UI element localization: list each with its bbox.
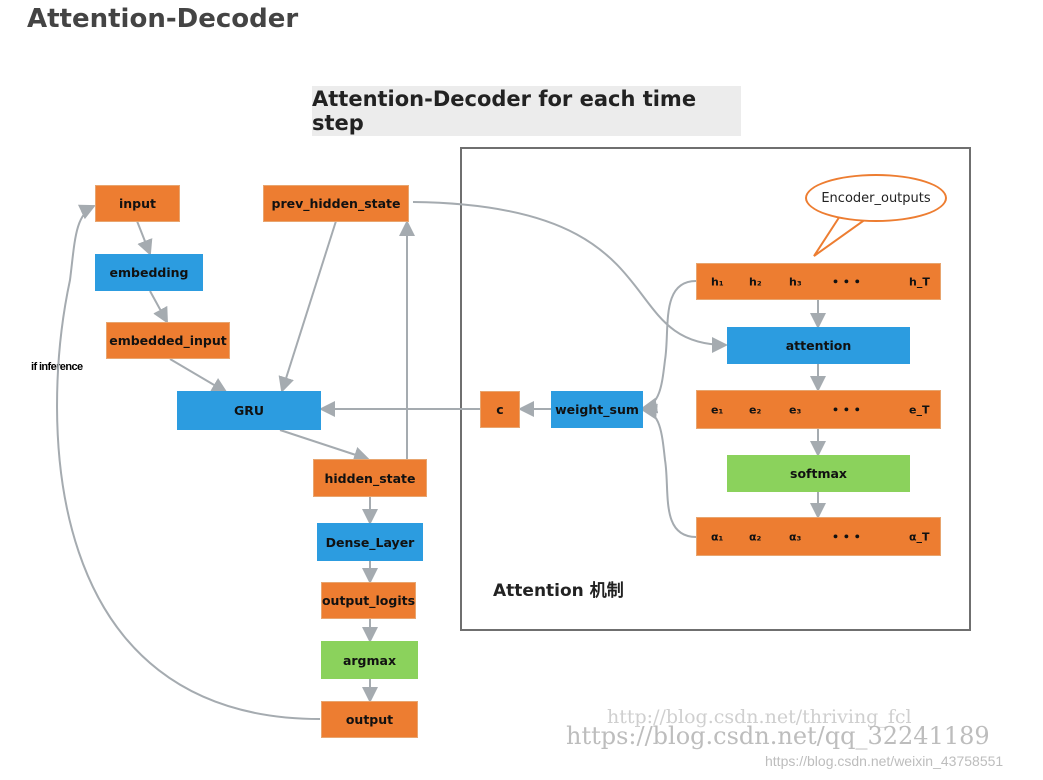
weight-sum-node: weight_sum	[551, 391, 643, 428]
argmax-node: argmax	[321, 641, 418, 679]
watermark-line-2: https://blog.csdn.net/qq_32241189	[566, 722, 990, 750]
alpha-sequence: α₁ α₂ α₃ • • • α_T	[696, 517, 941, 556]
alpha-ellipsis: • • •	[832, 530, 861, 543]
input-node: input	[95, 185, 180, 222]
e-item-1: e₁	[711, 403, 724, 416]
e-ellipsis: • • •	[832, 403, 861, 416]
gru-node: GRU	[177, 391, 321, 430]
attention-frame	[460, 147, 971, 631]
attention-node: attention	[727, 327, 910, 364]
edge-prev-hidden-gru	[278, 220, 337, 393]
attention-frame-label: Attention 机制	[493, 581, 624, 601]
output-node: output	[321, 701, 418, 738]
diagram-subtitle: Attention-Decoder for each time step	[312, 86, 741, 136]
h-item-t: h_T	[909, 275, 930, 288]
context-c-node: c	[480, 391, 520, 428]
e-item-3: e₃	[789, 403, 802, 416]
softmax-node: softmax	[727, 455, 910, 492]
watermark-line-3: https://blog.csdn.net/weixin_43758551	[765, 753, 1004, 769]
edge-embedded-input-gru	[169, 358, 228, 394]
e-item-2: e₂	[749, 403, 762, 416]
h-item-1: h₁	[711, 275, 724, 288]
edge-embedding-embedded-input	[149, 290, 168, 324]
encoder-outputs-callout: Encoder_outputs	[805, 174, 947, 222]
h-item-3: h₃	[789, 275, 802, 288]
embedding-node: embedding	[95, 254, 203, 291]
h-ellipsis: • • •	[832, 275, 861, 288]
watermark-line-1: http://blog.csdn.net/thriving_fcl	[607, 706, 912, 728]
h-item-2: h₂	[749, 275, 762, 288]
encoder-h-sequence: h₁ h₂ h₃ • • • h_T	[696, 263, 941, 300]
dense-layer-node: Dense_Layer	[317, 523, 423, 561]
hidden-state-node: hidden_state	[313, 459, 427, 497]
alpha-item-t: α_T	[909, 530, 930, 543]
alpha-item-1: α₁	[711, 530, 724, 543]
edge-gru-hidden-state	[279, 429, 370, 463]
embedded-input-node: embedded_input	[106, 322, 230, 359]
if-inference-label: if inference	[31, 361, 83, 373]
edge-input-embedding	[136, 220, 153, 256]
alpha-item-2: α₂	[749, 530, 762, 543]
alpha-item-3: α₃	[789, 530, 802, 543]
e-item-t: e_T	[909, 403, 930, 416]
output-logits-node: output_logits	[321, 582, 416, 619]
page-title: Attention-Decoder	[27, 4, 299, 34]
energy-e-sequence: e₁ e₂ e₃ • • • e_T	[696, 390, 941, 429]
prev-hidden-state-node: prev_hidden_state	[263, 185, 409, 222]
